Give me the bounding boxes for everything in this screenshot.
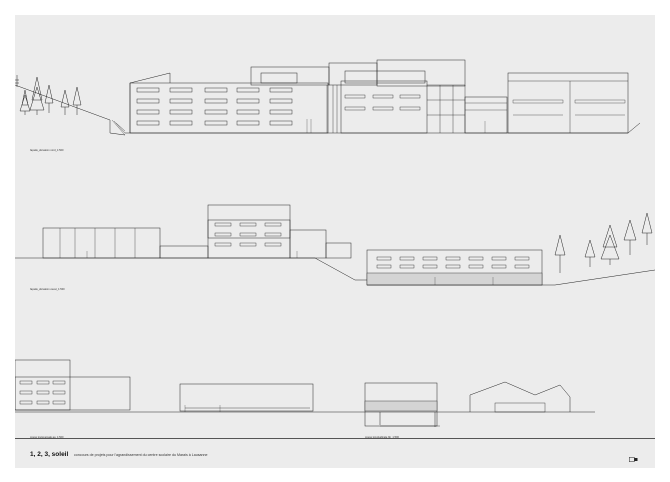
view-label-section-bb: coupe longitudinale bb_1:500 xyxy=(365,436,399,439)
drawing-sheet: façade_élévation nord_1:500 façade_éléva… xyxy=(15,15,655,468)
firm-logo-icon xyxy=(629,457,638,462)
building-upper-block-a xyxy=(250,66,330,86)
terrain-line-1 xyxy=(15,84,126,136)
view-label-section-aa: coupe transversale aa_1:500 xyxy=(30,436,64,439)
sheet-subtitle: concours de projets pour l'agrandissemen… xyxy=(74,452,208,457)
ground-line-2 xyxy=(15,257,655,286)
building-classroom-block xyxy=(129,82,329,134)
view-label-west: façade_élévation ouest_1:500 xyxy=(30,288,65,291)
ground-line-1 xyxy=(125,122,641,134)
section-roof-building xyxy=(469,381,571,412)
section-gym-hall xyxy=(179,383,314,412)
terrain-line-2 xyxy=(314,257,367,281)
building-upper-wing xyxy=(207,204,291,259)
view-label-north: façade_élévation nord_1:500 xyxy=(30,149,64,152)
tree-group-left-icon xyxy=(15,75,82,115)
elevation-drawings xyxy=(15,59,655,427)
ground-line-4 xyxy=(345,411,595,427)
elevation-west xyxy=(15,204,655,286)
tree-group-right-icon xyxy=(554,212,653,273)
section-aa xyxy=(15,359,345,413)
section-bb xyxy=(345,381,595,427)
elevation-north xyxy=(15,59,641,136)
section-building-left xyxy=(15,359,71,411)
building-hall-west xyxy=(42,227,161,259)
sheet-title: 1, 2, 3, soleil xyxy=(30,451,69,458)
footer-divider xyxy=(15,438,655,439)
